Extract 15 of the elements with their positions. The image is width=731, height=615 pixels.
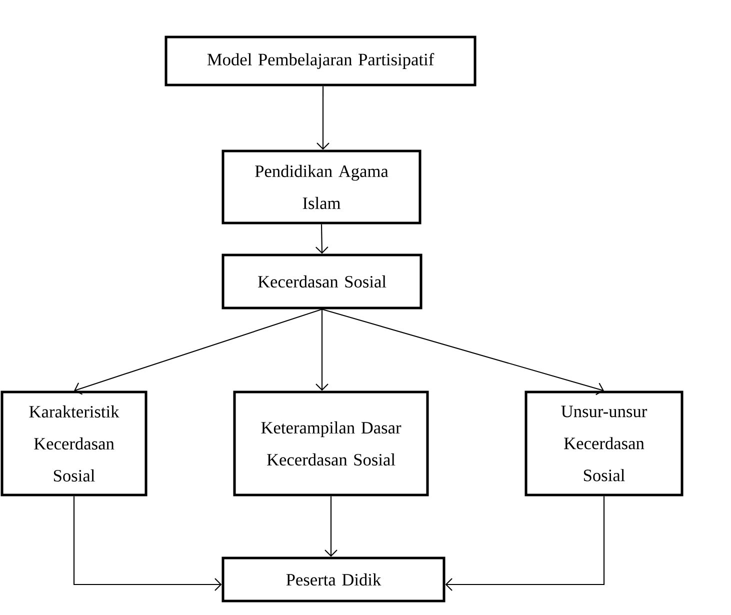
arrow	[322, 308, 604, 396]
arrow	[73, 496, 222, 591]
arrow	[324, 496, 338, 557]
arrow	[316, 224, 328, 254]
process-box: Pendidikan Agama Islam	[222, 150, 422, 224]
arrow	[445, 496, 605, 591]
process-box: Kecerdasan Sosial	[222, 254, 422, 310]
arrow	[316, 309, 328, 391]
process-box: Model Pembelajaran Partisipatif	[164, 36, 476, 86]
process-box: Karakteristik Kecerdasan Sosial	[0, 390, 148, 496]
arrow	[316, 86, 330, 150]
process-box: Peserta Didik	[222, 556, 446, 602]
process-box: Keterampilan Dasar Kecerdasan Sosial	[233, 390, 429, 496]
process-box: Unsur-unsur Kecerdasan Sosial	[524, 390, 684, 496]
arrow	[74, 308, 322, 395]
